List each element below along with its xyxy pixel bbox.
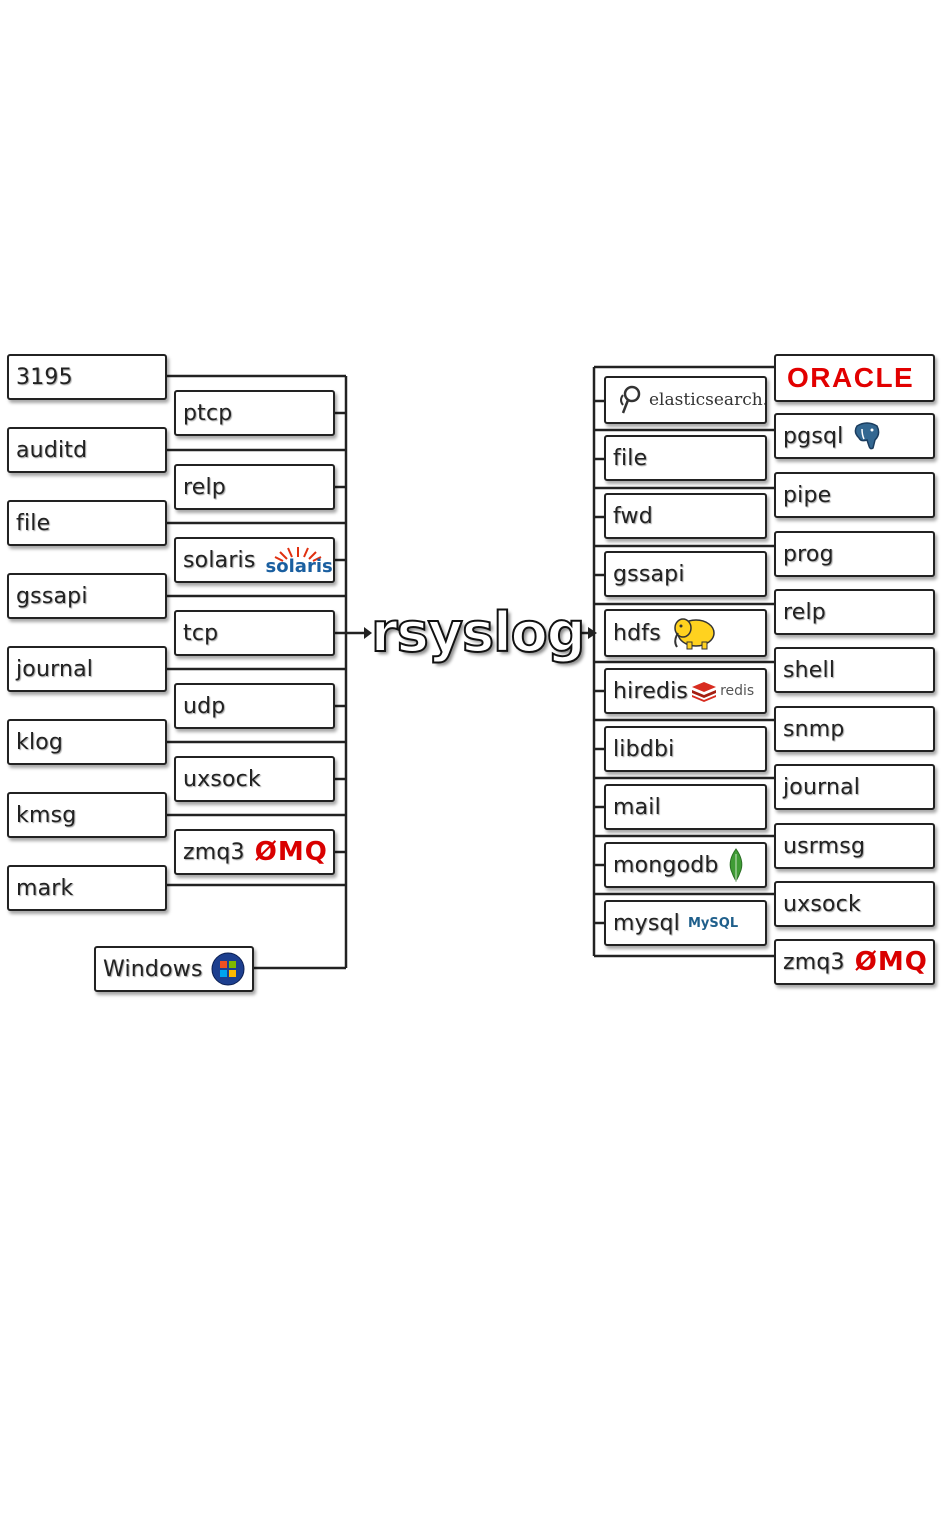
- output-box-relp: relp: [774, 589, 935, 635]
- mongodb-leaf-icon: [727, 848, 745, 882]
- output-box-snmp: snmp: [774, 706, 935, 752]
- output-box-mysql: mysql MySQL: [604, 900, 767, 946]
- output-label: gssapi: [613, 561, 685, 587]
- input-label: mark: [16, 875, 74, 901]
- output-box-pgsql: pgsql: [774, 413, 935, 459]
- output-label: relp: [783, 599, 826, 625]
- input-label: udp: [183, 693, 226, 719]
- input-box-ptcp: ptcp: [174, 390, 335, 436]
- input-label: auditd: [16, 437, 88, 463]
- input-box-zmq3: zmq3 ØMQ: [174, 829, 335, 875]
- output-label: fwd: [613, 503, 653, 529]
- solaris-logo-text: solaris: [265, 556, 333, 577]
- input-label: journal: [16, 656, 94, 682]
- output-label: mongodb: [613, 852, 719, 878]
- input-label: relp: [183, 474, 226, 500]
- output-label: mysql: [613, 910, 680, 936]
- input-box-journal: journal: [7, 646, 167, 692]
- mysql-logo-icon: MySQL: [688, 915, 739, 931]
- solaris-logo-icon: solaris: [264, 543, 333, 577]
- arrow-head-out: [588, 627, 597, 639]
- rsyslog-title: rsyslog: [370, 600, 586, 665]
- input-box-windows: Windows: [94, 946, 254, 992]
- output-box-oracle: ORACLE: [774, 354, 935, 402]
- output-label: pgsql: [783, 423, 844, 449]
- input-box-uxsock: uxsock: [174, 756, 335, 802]
- output-box-elasticsearch: elasticsearch.: [604, 376, 767, 424]
- input-box-solaris: solaris solaris: [174, 537, 335, 583]
- output-box-usrmsg: usrmsg: [774, 823, 935, 869]
- input-box-tcp: tcp: [174, 610, 335, 656]
- redis-logo-text: redis: [720, 683, 755, 699]
- input-box-udp: udp: [174, 683, 335, 729]
- input-label: Windows: [103, 956, 203, 982]
- output-box-gssapi: gssapi: [604, 551, 767, 597]
- input-label: ptcp: [183, 400, 233, 426]
- output-label: elasticsearch.: [649, 390, 767, 410]
- output-box-shell: shell: [774, 647, 935, 693]
- solaris-sun-icon: [274, 547, 321, 562]
- input-label: kmsg: [16, 802, 77, 828]
- output-box-prog: prog: [774, 531, 935, 577]
- input-label: uxsock: [183, 766, 261, 792]
- oracle-logo-text: ORACLE: [787, 362, 915, 393]
- input-label: gssapi: [16, 583, 88, 609]
- output-box-libdbi: libdbi: [604, 726, 767, 772]
- output-label: uxsock: [783, 891, 861, 917]
- output-label: file: [613, 445, 648, 471]
- output-box-file: file: [604, 435, 767, 481]
- output-label: pipe: [783, 482, 832, 508]
- windows-logo-icon: [211, 952, 245, 986]
- arrow-head-in: [364, 627, 372, 639]
- output-label: journal: [783, 774, 861, 800]
- zeromq-logo-icon: ØMQ: [854, 947, 928, 977]
- output-box-mongodb: mongodb: [604, 842, 767, 888]
- input-box-auditd: auditd: [7, 427, 167, 473]
- input-label: tcp: [183, 620, 219, 646]
- output-box-fwd: fwd: [604, 493, 767, 539]
- input-box-relp: relp: [174, 464, 335, 510]
- input-label: file: [16, 510, 51, 536]
- input-box-gssapi: gssapi: [7, 573, 167, 619]
- output-box-journal: journal: [774, 764, 935, 810]
- output-box-hiredis: hiredis redis: [604, 668, 767, 714]
- elasticsearch-logo-icon: [617, 383, 643, 417]
- output-label: snmp: [783, 716, 845, 742]
- output-label: prog: [783, 541, 834, 567]
- output-box-hdfs: hdfs: [604, 609, 767, 657]
- output-box-uxsock: uxsock: [774, 881, 935, 927]
- input-box-mark: mark: [7, 865, 167, 911]
- input-box-file: file: [7, 500, 167, 546]
- output-box-zmq3: zmq3 ØMQ: [774, 939, 935, 985]
- output-box-mail: mail: [604, 784, 767, 830]
- output-label: hiredis: [613, 678, 689, 704]
- input-box-kmsg: kmsg: [7, 792, 167, 838]
- input-box-3195: 3195: [7, 354, 167, 400]
- input-label: solaris: [183, 547, 256, 573]
- output-label: mail: [613, 794, 661, 820]
- output-label: zmq3: [783, 949, 845, 975]
- output-label: shell: [783, 657, 836, 683]
- output-label: libdbi: [613, 736, 675, 762]
- hadoop-elephant-icon: [669, 613, 719, 653]
- zeromq-logo-icon: ØMQ: [254, 837, 328, 867]
- output-label: hdfs: [613, 620, 661, 646]
- postgresql-elephant-icon: [851, 420, 883, 452]
- output-label: usrmsg: [783, 833, 866, 859]
- input-label: 3195: [16, 364, 73, 390]
- output-box-pipe: pipe: [774, 472, 935, 518]
- input-box-klog: klog: [7, 719, 167, 765]
- input-label: klog: [16, 729, 64, 755]
- redis-logo-icon: [691, 680, 717, 702]
- input-label: zmq3: [183, 839, 245, 865]
